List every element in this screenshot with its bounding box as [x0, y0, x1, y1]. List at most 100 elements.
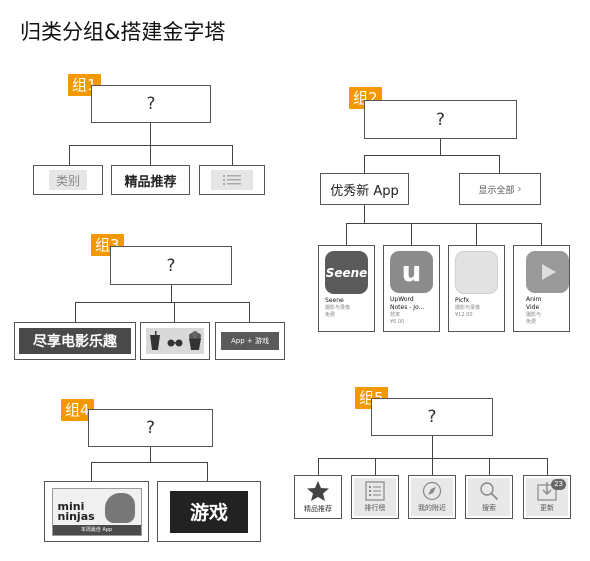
tab-featured[interactable]: 精品推荐: [294, 475, 342, 519]
tab-updates-inner: 更新 23: [526, 478, 568, 516]
connector: [476, 223, 477, 245]
play-icon: [541, 264, 556, 280]
picfx-app-icon: [455, 251, 498, 294]
category-label: 类别: [55, 173, 80, 188]
app-price: 免费: [526, 319, 537, 325]
connector: [69, 145, 70, 165]
upword-icon-text: u: [401, 255, 422, 288]
tab-nearby-inner: 我的附近: [411, 478, 453, 516]
app-name: Picfx: [455, 297, 470, 304]
tab-label: 搜索: [482, 504, 496, 512]
group-3-question: ?: [166, 255, 176, 276]
connector: [432, 436, 433, 458]
tab-label: 更新: [540, 504, 554, 512]
movie-banner-box: 尽享电影乐趣: [14, 322, 136, 360]
show-all-link[interactable]: 显示全部 ›: [459, 173, 541, 205]
app-price: ¥6.00: [390, 319, 405, 325]
connector: [364, 155, 365, 173]
group-3-question-box: ?: [110, 246, 232, 285]
games-banner[interactable]: 游戏: [170, 490, 248, 533]
app-price: 免费: [325, 312, 336, 318]
app-card-animoto[interactable]: Anim Vide 摄影与 免费: [513, 245, 570, 332]
connector: [150, 145, 151, 165]
star-icon: [307, 480, 329, 501]
app-category: 效率: [390, 312, 401, 318]
promo-footer: 本周最佳 App: [52, 524, 141, 535]
list-menu-button[interactable]: [211, 170, 253, 190]
group-4-question: ?: [145, 418, 156, 438]
movie-banner[interactable]: 尽享电影乐趣: [19, 328, 131, 354]
tab-search-inner: 搜索: [468, 478, 510, 516]
tab-search[interactable]: 搜索: [465, 475, 513, 519]
seene-app-icon: Seene: [325, 251, 368, 294]
tab-updates[interactable]: 更新 23: [523, 475, 571, 519]
connector: [432, 458, 433, 475]
app-name-line2: Notes - Jo...: [390, 304, 425, 311]
promo-subtitle: 本周最佳 App: [80, 527, 113, 533]
mini-ninjas-banner[interactable]: mini ninjas 本周最佳 App: [51, 487, 142, 536]
seene-icon-text: Seene: [325, 265, 368, 280]
group-4-question-box: ?: [88, 409, 213, 447]
tab-charts-inner: 排行榜: [354, 478, 396, 516]
show-all-label: 显示全部: [478, 185, 515, 196]
connector: [150, 123, 151, 145]
games-banner-box: 游戏: [157, 481, 261, 542]
connector: [547, 458, 548, 475]
food-banner-box: [140, 322, 210, 360]
movie-banner-text: 尽享电影乐趣: [33, 334, 117, 350]
page-title: 归类分组&搭建金字塔: [20, 20, 226, 44]
list-menu-icon: [223, 175, 241, 185]
animoto-app-icon: [526, 251, 569, 293]
group-2-question: ?: [435, 109, 446, 130]
connector: [150, 447, 151, 462]
drink-cup-icon: [150, 331, 161, 350]
group-1-menu-box: [199, 165, 265, 195]
promo-banner-box: mini ninjas 本周最佳 App: [44, 481, 149, 542]
compass-icon: [422, 481, 442, 501]
connector: [346, 223, 541, 224]
promo-title: mini ninjas: [57, 499, 95, 523]
connector: [411, 223, 412, 245]
connector: [91, 462, 207, 463]
group-4-tag: 组4: [61, 399, 94, 421]
connector: [171, 285, 172, 302]
group-1-question-box: ?: [91, 85, 211, 123]
tab-label: 我的附近: [418, 504, 446, 512]
group-2-question-box: ?: [364, 100, 517, 139]
popcorn-icon: [188, 331, 201, 350]
app-card-upword[interactable]: u UpWord Notes - Jo... 效率 ¥6.00: [383, 245, 440, 332]
glasses-icon: [167, 339, 183, 347]
app-name: Seene: [325, 297, 344, 304]
ninja-character-image: [104, 492, 135, 523]
app-name: Anim: [526, 296, 542, 303]
connector: [375, 458, 376, 475]
tab-label: 排行榜: [364, 504, 386, 512]
connector: [207, 462, 208, 481]
app-name-line2: Vide: [526, 304, 540, 311]
app-category: 摄影与: [526, 312, 542, 318]
connector: [489, 458, 490, 475]
tab-charts[interactable]: 排行榜: [351, 475, 399, 519]
connector: [541, 223, 542, 245]
food-banner[interactable]: [146, 328, 204, 354]
connector: [364, 205, 365, 223]
connector: [75, 302, 249, 303]
app-card-picfx[interactable]: Picfx 摄影与录像 ¥12.00: [448, 245, 505, 332]
connector: [499, 155, 500, 173]
app-game-box: App + 游戏: [215, 322, 285, 360]
connector: [232, 145, 233, 165]
group-2-section-box: 优秀新 App: [320, 173, 409, 205]
tab-label: 精品推荐: [304, 504, 332, 513]
app-card-seene[interactable]: Seene Seene 摄影与录像 免费: [318, 245, 375, 332]
search-icon: [480, 482, 499, 501]
category-segment[interactable]: 类别: [49, 170, 87, 190]
connector: [91, 462, 92, 481]
group-1-category-box: 类别: [33, 165, 103, 195]
group-1-question: ?: [146, 94, 156, 114]
tab-nearby[interactable]: 我的附近: [408, 475, 456, 519]
app-category: 摄影与录像: [325, 305, 351, 311]
chevron-right-icon: ›: [517, 183, 522, 195]
app-game-button[interactable]: App + 游戏: [221, 332, 279, 350]
app-name: UpWord: [390, 296, 414, 303]
connector: [318, 458, 319, 475]
